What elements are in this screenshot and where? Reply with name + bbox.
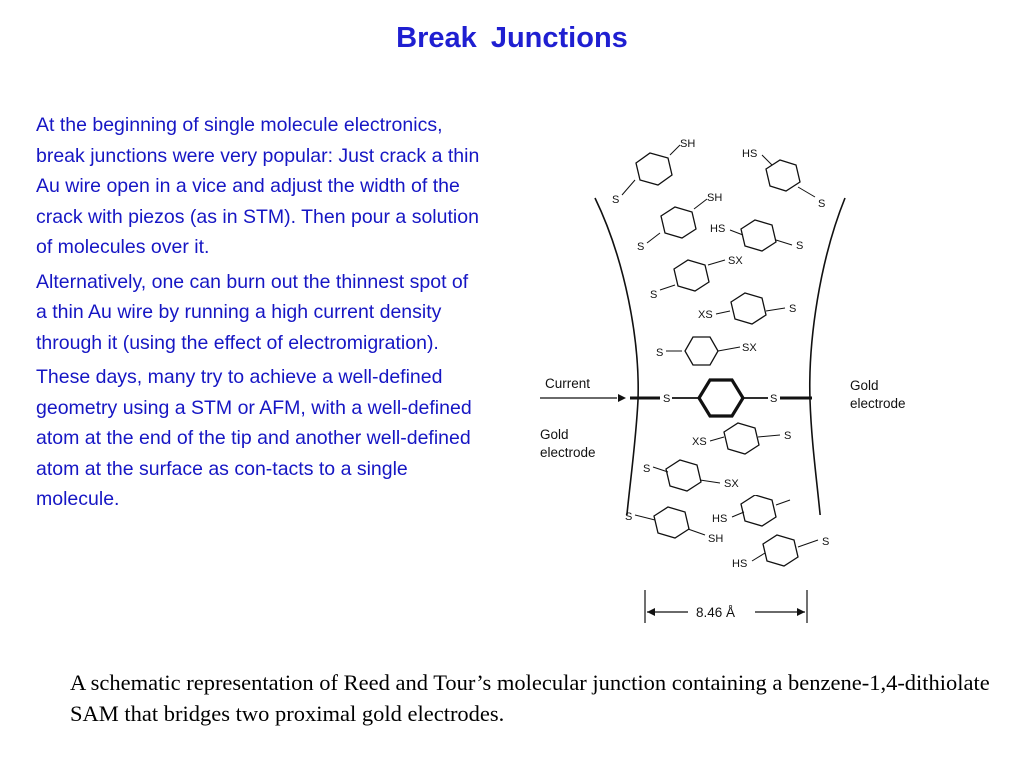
- svg-text:Current: Current: [545, 376, 590, 391]
- paragraph-electromigration: Alternatively, one can burn out the thin…: [36, 270, 469, 354]
- molecule-11: HS: [712, 495, 791, 527]
- svg-text:HS: HS: [712, 513, 727, 525]
- molecule-2: HS S: [742, 148, 825, 210]
- svg-text:S: S: [637, 241, 644, 253]
- svg-text:S: S: [784, 430, 791, 442]
- svg-text:HS: HS: [742, 148, 757, 160]
- svg-text:S: S: [650, 289, 657, 301]
- gold-electrode-right-line2: electrode: [850, 396, 906, 411]
- svg-text:8.46 Å: 8.46 Å: [696, 605, 735, 620]
- svg-text:S: S: [612, 194, 619, 206]
- svg-text:SX: SX: [742, 342, 757, 354]
- svg-text:S: S: [822, 536, 829, 548]
- molecule-10: S SH: [625, 506, 723, 545]
- svg-text:S: S: [643, 463, 650, 475]
- paragraph-break-junctions: At the beginning of single molecule elec…: [36, 114, 480, 258]
- svg-text:SX: SX: [724, 478, 739, 490]
- gold-electrode-left-line1: Gold: [540, 427, 569, 442]
- svg-text:S: S: [770, 393, 777, 405]
- gold-electrode-right-line1: Gold: [850, 378, 879, 393]
- molecule-7: S SX: [656, 336, 757, 366]
- svg-text:SH: SH: [708, 533, 723, 545]
- molecular-junction-diagram-lower: S SH HS HS S 8.46 Å: [625, 495, 829, 623]
- svg-text:SH: SH: [707, 192, 722, 204]
- page-title: Break Junctions: [396, 22, 628, 54]
- molecule-6: XS S: [698, 292, 796, 325]
- svg-text:S: S: [789, 303, 796, 315]
- svg-text:XS: XS: [692, 436, 707, 448]
- body-text: At the beginning of single molecule elec…: [36, 110, 481, 519]
- molecule-12: HS S: [732, 534, 829, 570]
- svg-text:SX: SX: [728, 255, 743, 267]
- molecule-9: S SX: [643, 459, 739, 492]
- svg-text:S: S: [663, 393, 670, 405]
- molecule-5: S SX: [650, 255, 743, 301]
- figure-caption: A schematic representation of Reed and T…: [70, 670, 990, 726]
- svg-text:S: S: [818, 198, 825, 210]
- svg-text:S: S: [656, 347, 663, 359]
- svg-text:S: S: [796, 240, 803, 252]
- svg-text:SH: SH: [680, 138, 695, 150]
- svg-text:S: S: [625, 511, 632, 523]
- svg-text:XS: XS: [698, 309, 713, 321]
- svg-text:HS: HS: [710, 223, 725, 235]
- right-electrode-edge: [808, 197, 846, 515]
- distance-scale: 8.46 Å: [644, 590, 808, 623]
- svg-text:HS: HS: [732, 558, 747, 570]
- molecule-1: S SH: [612, 138, 695, 206]
- molecule-8: XS S: [692, 422, 791, 455]
- bridging-molecule: S S: [630, 378, 812, 418]
- molecule-4: HS S: [710, 219, 803, 252]
- gold-electrode-left-line2: electrode: [540, 445, 596, 460]
- molecule-3: S SH: [637, 192, 722, 253]
- paragraph-stm-afm: These days, many try to achieve a well-d…: [36, 366, 472, 510]
- molecular-junction-diagram: S SH HS S S SH HS S S SX XS S: [540, 138, 906, 515]
- current-arrow: Current: [540, 376, 626, 402]
- left-electrode-edge: [594, 197, 639, 515]
